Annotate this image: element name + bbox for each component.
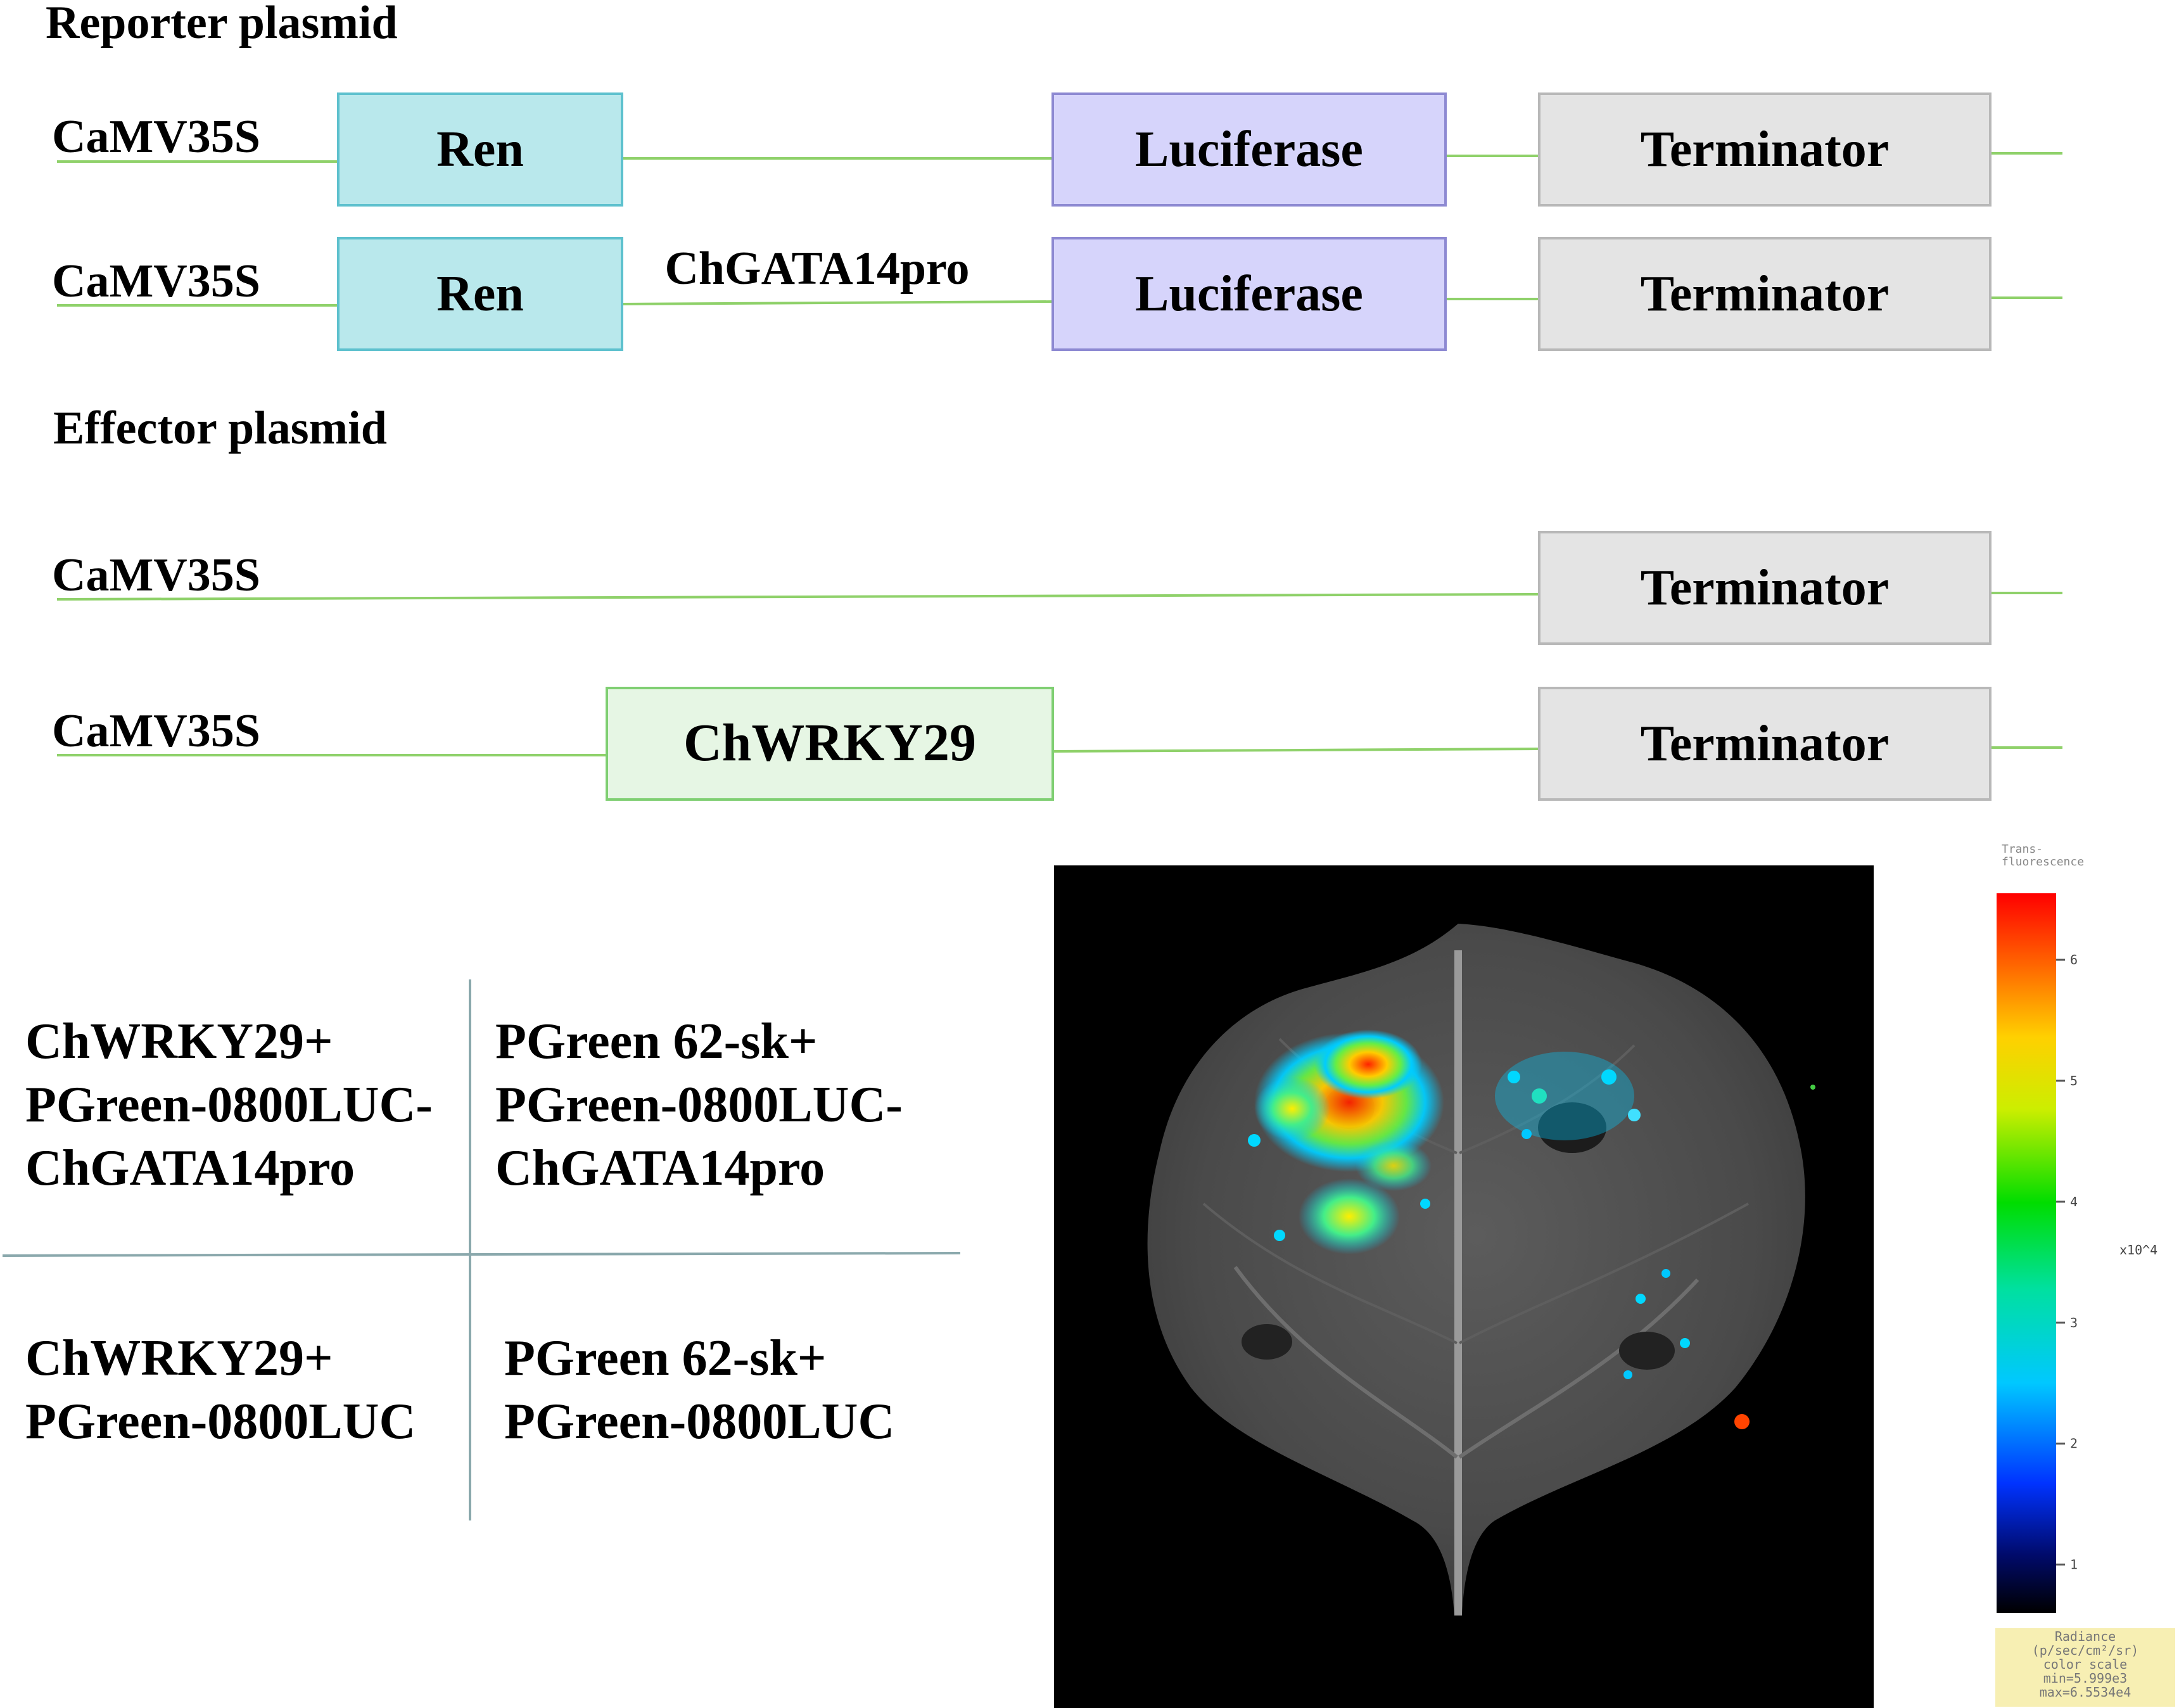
signal-dot (1248, 1134, 1261, 1147)
colorbar-gradient (1997, 893, 2056, 1613)
color-scale-legend: Trans- fluorescence 6 5 4 3 2 1 x10^4 Radianc… (1995, 843, 2175, 1707)
signal-dot (1623, 1370, 1632, 1379)
leaf-midrib (1453, 950, 1462, 1616)
infiltration-spot (1619, 1332, 1675, 1370)
signal-dot (1810, 1085, 1815, 1090)
colorbar-tick-label: 3 (2070, 1315, 2078, 1330)
quadrant-label-line: PGreen-0800LUC- (495, 1077, 903, 1133)
colorbar-footer-line: color scale (2043, 1657, 2127, 1672)
colorbar-footer-line: (p/sec/cm²/sr) (2032, 1643, 2139, 1658)
effector-row-2-terminator-label: Terminator (1641, 716, 1890, 772)
signal-cloud (1254, 1077, 1330, 1140)
effector-row-2-promoter: CaMV35S (52, 705, 260, 757)
colorbar-footer-line: min=5.999e3 (2043, 1671, 2127, 1686)
reporter-title: Reporter plasmid (46, 0, 398, 49)
quadrant-label-line: ChGATA14pro (495, 1140, 825, 1196)
signal-dot (1628, 1109, 1641, 1121)
infiltration-spot (1538, 1102, 1606, 1153)
effector-row-1-line (56, 593, 1540, 601)
reporter-row-2-terminator-box (1538, 237, 1992, 351)
signal-dot (1680, 1338, 1690, 1348)
quadrant-label-line: PGreen-0800LUC- (25, 1077, 433, 1133)
reporter-row-2-line (621, 300, 1053, 305)
colorbar-header-line: fluorescence (2002, 855, 2084, 869)
reporter-row-1-ren-label: Ren (436, 122, 524, 177)
signal-cloud (1356, 1140, 1432, 1191)
signal-dot (1601, 1069, 1617, 1085)
reporter-row-1-luciferase-box (1051, 92, 1447, 207)
reporter-row-2-terminator-label: Terminator (1641, 266, 1890, 322)
effector-row-2-gene-box (606, 687, 1054, 801)
effector-row-2: CaMV35S ChWRKY29 Terminator (52, 687, 2062, 801)
signal-dot (1532, 1088, 1547, 1104)
reporter-row-1: CaMV35S Ren Luciferase Terminator (52, 92, 2062, 207)
quadrant-bottom-left: ChWRKY29+ PGreen-0800LUC (25, 1330, 416, 1450)
quadrant-bottom-right: PGreen 62-sk+ PGreen-0800LUC (504, 1330, 894, 1450)
effector-row-1-terminator-box (1538, 531, 1992, 645)
reporter-row-2-luciferase-label: Luciferase (1135, 266, 1363, 322)
signal-dot (1636, 1294, 1646, 1304)
signal-dot (1420, 1199, 1430, 1209)
colorbar-tick-label: 1 (2070, 1557, 2078, 1572)
reporter-row-2-promoter: CaMV35S (52, 255, 260, 307)
reporter-row-2: CaMV35S Ren ChGATA14pro Luciferase Termi… (52, 237, 2062, 351)
signal-cloud (1495, 1052, 1634, 1140)
reporter-row-1-terminator-box (1538, 92, 1992, 207)
luminescence-signal (1248, 1029, 1815, 1429)
leaf-vein (1458, 1278, 1699, 1459)
quadrant-label-line: PGreen-0800LUC (25, 1394, 416, 1450)
effector-title: Effector plasmid (53, 402, 387, 454)
reporter-row-1-promoter: CaMV35S (52, 111, 260, 163)
reporter-row-1-ren-box (337, 92, 623, 207)
signal-cloud (1299, 1178, 1400, 1254)
signal-dot (1521, 1129, 1532, 1139)
reporter-row-2-luciferase-box (1051, 237, 1447, 351)
reporter-row-2-ren-label: Ren (436, 266, 524, 322)
colorbar-multiplier: x10^4 (2119, 1242, 2157, 1258)
colorbar-footer-box (1995, 1628, 2175, 1707)
colorbar-tick-label: 5 (2070, 1073, 2078, 1088)
colorbar-tick-label: 2 (2070, 1436, 2078, 1451)
effector-row-1-terminator-label: Terminator (1641, 560, 1890, 616)
reporter-row-1-terminator-label: Terminator (1641, 122, 1890, 177)
colorbar-ticks: 6 5 4 3 2 1 (2056, 952, 2078, 1572)
quadrant-label-line: ChWRKY29+ (25, 1014, 333, 1069)
colorbar-tick-label: 6 (2070, 952, 2078, 967)
signal-dot (1661, 1269, 1670, 1278)
leaf-luminescence-image (1054, 865, 1874, 1708)
quadrant-top-left: ChWRKY29+ PGreen-0800LUC- ChGATA14pro (25, 1014, 433, 1196)
signal-cloud (1314, 1029, 1422, 1099)
infiltration-spot (1242, 1324, 1292, 1360)
colorbar-header-line: Trans- (2002, 843, 2043, 856)
reporter-row-1-luciferase-label: Luciferase (1135, 122, 1363, 177)
colorbar-footer-line: max=6.5534e4 (2040, 1685, 2131, 1700)
effector-row-1: CaMV35S Terminator (52, 531, 2062, 645)
quadrant-top-right: PGreen 62-sk+ PGreen-0800LUC- ChGATA14pr… (495, 1014, 903, 1196)
leaf-vein (1459, 1202, 1749, 1344)
signal-dot (1274, 1230, 1285, 1241)
reporter-row-2-ren-box (337, 237, 623, 351)
quadrant-label-line: PGreen 62-sk+ (504, 1330, 827, 1386)
quadrant-label-line: PGreen 62-sk+ (495, 1014, 818, 1069)
quadrant-label-line: ChGATA14pro (25, 1140, 355, 1196)
reporter-row-2-promoter-insert-label: ChGATA14pro (664, 243, 969, 295)
leaf-vein (1233, 1266, 1458, 1459)
quadrant-label-line: ChWRKY29+ (25, 1330, 333, 1386)
quadrant-divider-horizontal (2, 1252, 961, 1257)
signal-dot (1508, 1071, 1520, 1083)
colorbar-footer-line: Radiance (2055, 1629, 2116, 1644)
signal-dot (1734, 1414, 1750, 1429)
effector-row-1-promoter: CaMV35S (52, 549, 260, 601)
leaf-vein (1202, 1202, 1458, 1344)
effector-row-2-terminator-box (1538, 687, 1992, 801)
effector-row-2-line (1052, 748, 1540, 753)
effector-row-2-gene-label: ChWRKY29 (683, 713, 976, 772)
colorbar-tick-label: 4 (2070, 1194, 2078, 1209)
quadrant-label-line: PGreen-0800LUC (504, 1394, 894, 1450)
